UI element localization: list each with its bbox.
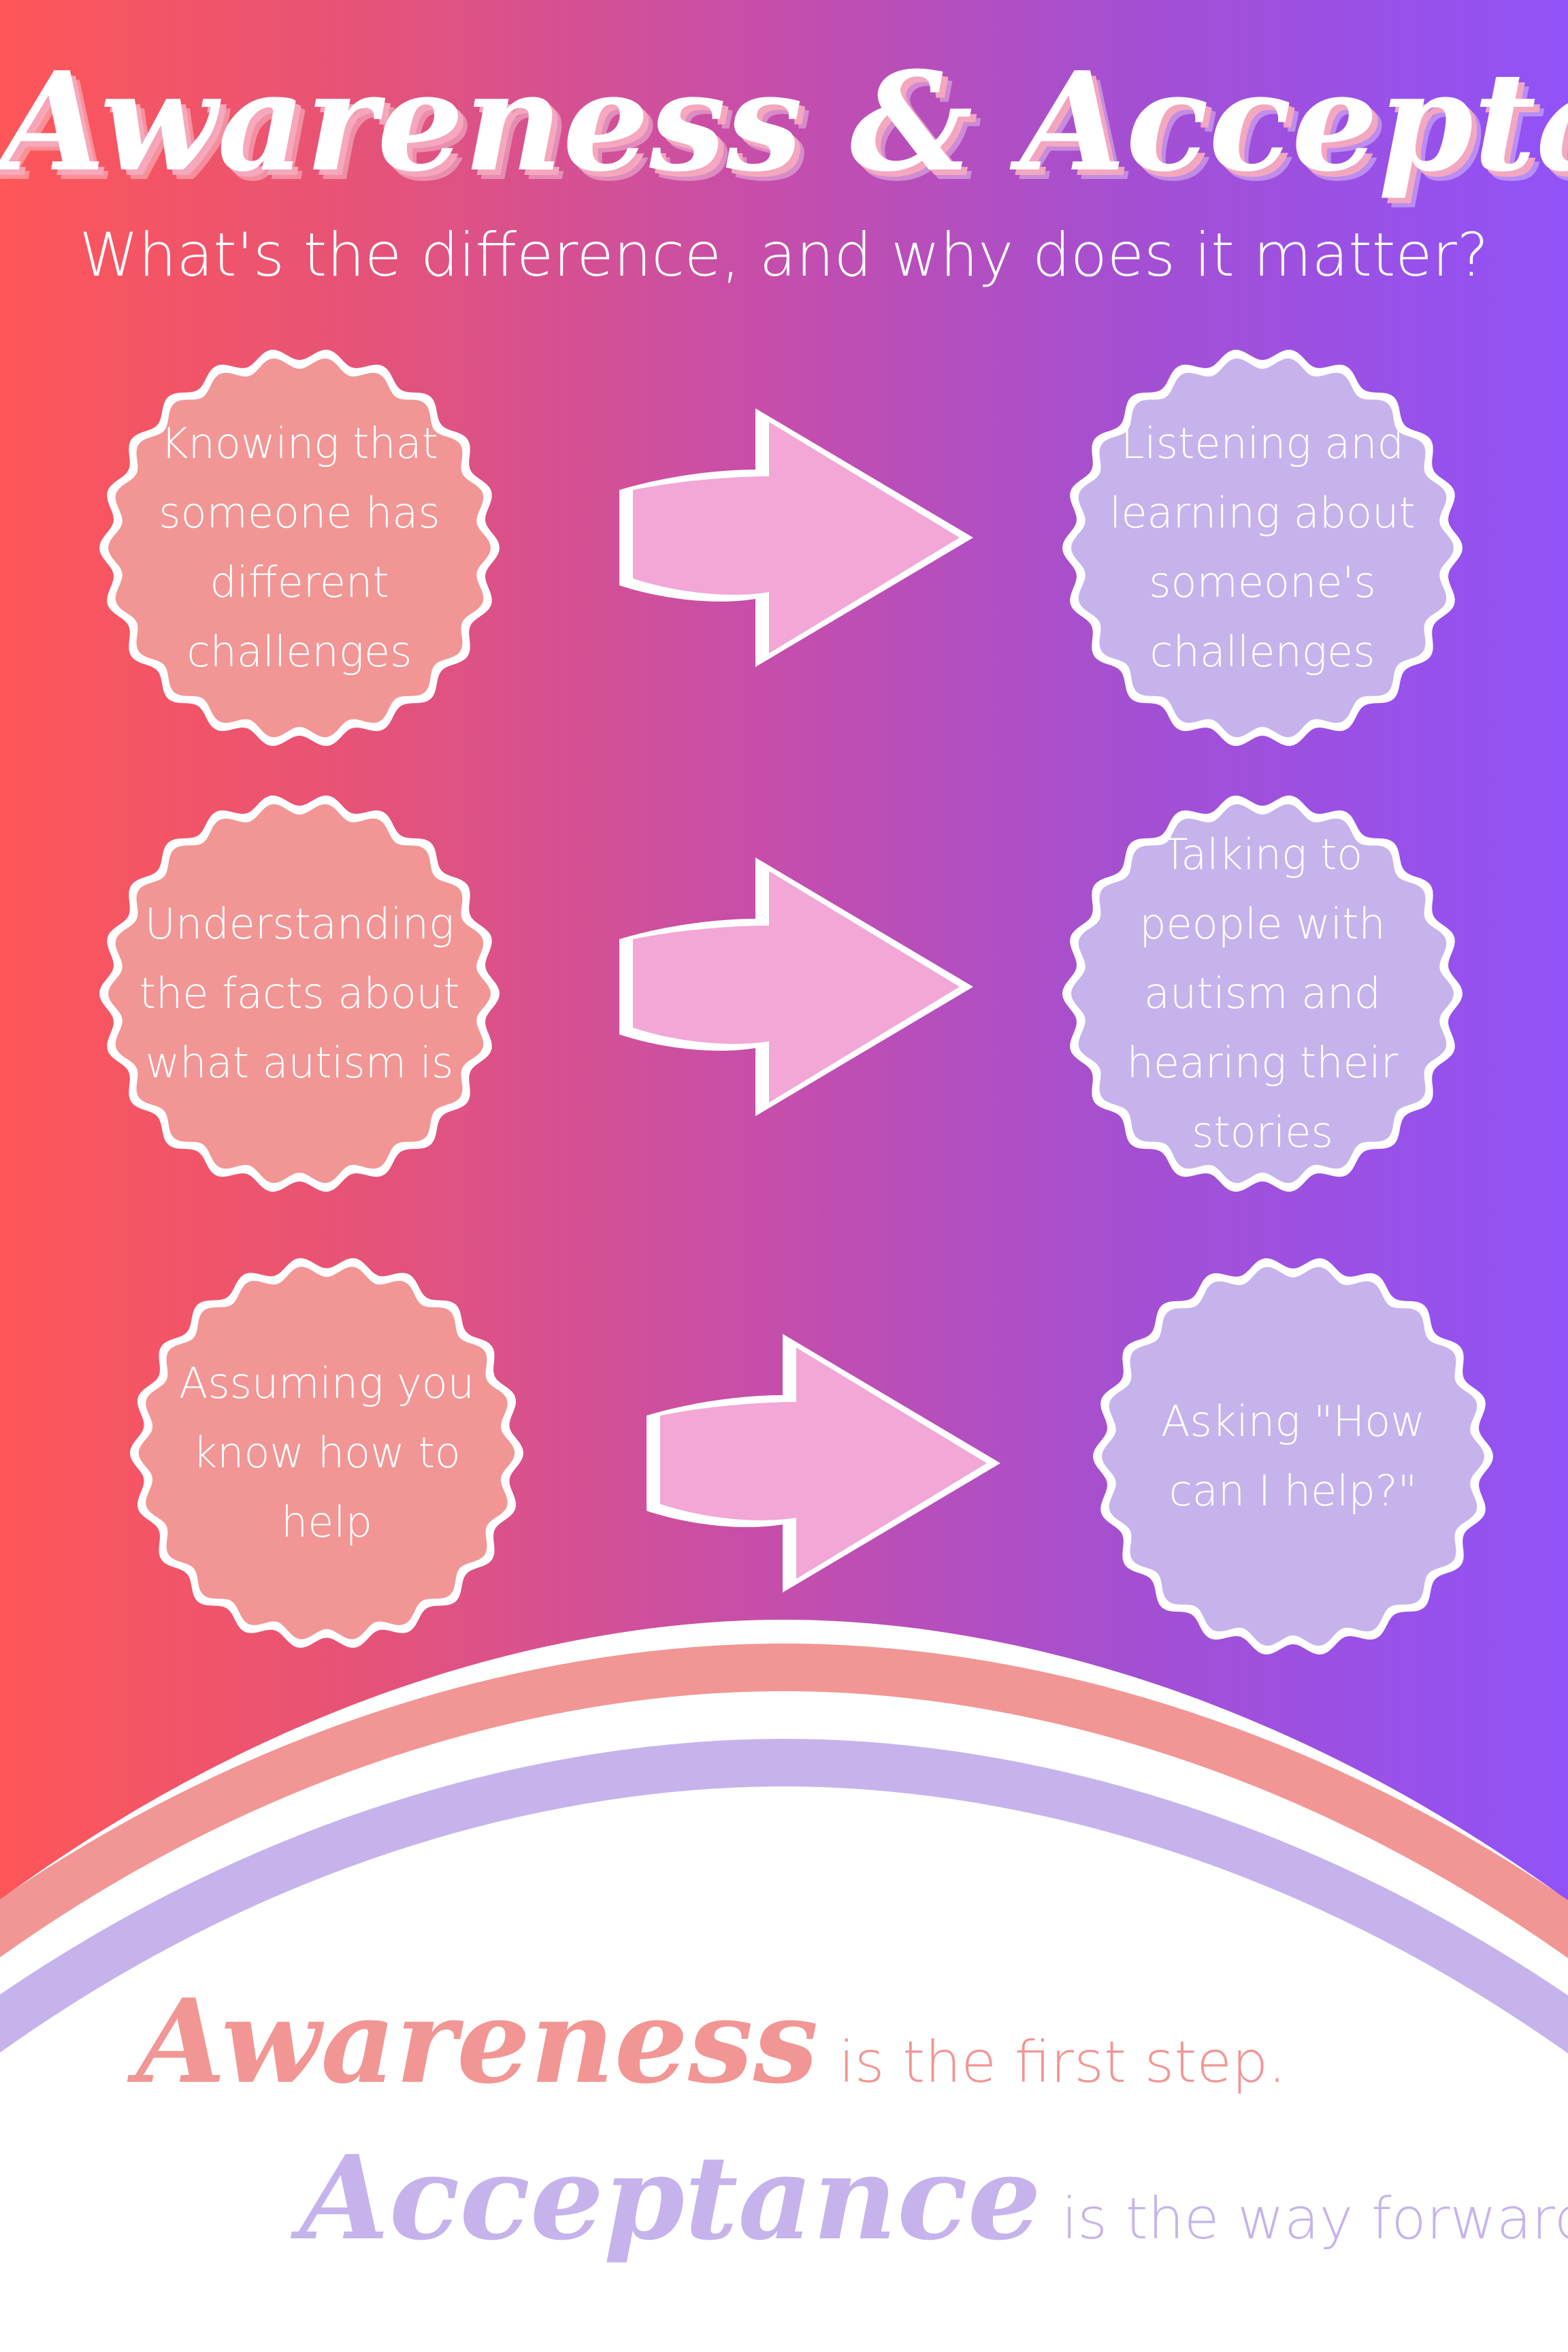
acceptance-badge-2: Talking to people with autism and hearin… — [1058, 789, 1467, 1198]
closing-awareness: Awareness is the first step. — [136, 1974, 1286, 2110]
badge-fill — [1071, 358, 1454, 738]
badge-fill — [138, 1267, 515, 1639]
scalloped-circle-icon — [1062, 795, 1463, 1192]
scalloped-circle-icon — [1062, 349, 1463, 747]
awareness-badge-3: Assuming you know how to help — [126, 1252, 527, 1654]
scalloped-circle-icon — [99, 349, 500, 747]
right-arrow-icon — [647, 1334, 1000, 1592]
right-arrow-icon — [619, 408, 973, 667]
badge-fill — [1102, 1267, 1484, 1646]
closing-acceptance: Acceptance is the way forward. — [299, 2130, 1568, 2266]
awareness-word: Awareness — [136, 1974, 819, 2110]
badge-fill — [1071, 804, 1454, 1183]
awareness-text-1: Knowing that someone has different chall… — [159, 419, 440, 676]
awareness-badge-2: Understanding the facts about what autis… — [95, 789, 504, 1198]
poster-subtitle: What's the difference, and why does it m… — [79, 220, 1489, 290]
acceptance-badge-3: Asking "How can I help?" — [1089, 1252, 1497, 1661]
acceptance-badge-1: Listening and learning about someone's c… — [1058, 344, 1467, 752]
acceptance-text-1: Listening and learning about someone's c… — [1109, 419, 1416, 676]
awareness-rest: is the first step. — [838, 2029, 1287, 2095]
acceptance-word: Acceptance — [299, 2130, 1041, 2266]
poster-title: Awareness & Acceptance — [0, 42, 1568, 202]
badge-fill — [108, 804, 491, 1183]
scalloped-circle-icon — [129, 1258, 524, 1648]
badge-fill — [108, 358, 491, 738]
awareness-text-3: Assuming you know how to help — [178, 1358, 475, 1547]
awareness-arc — [0, 1643, 1568, 1959]
awareness-badge-1: Knowing that someone has different chall… — [95, 344, 504, 752]
scalloped-circle-icon — [1093, 1258, 1493, 1655]
right-arrow-icon — [619, 858, 973, 1116]
acceptance-text-2: Talking to people with autism and hearin… — [1126, 830, 1399, 1157]
acceptance-text-3: Asking "How can I help?" — [1161, 1396, 1425, 1516]
acceptance-arc — [0, 1738, 1568, 2054]
scalloped-circle-icon — [99, 795, 500, 1192]
awareness-text-2: Understanding the facts about what autis… — [139, 899, 460, 1088]
white-fill — [0, 1810, 1568, 2352]
acceptance-rest: is the way forward. — [1061, 2185, 1568, 2252]
